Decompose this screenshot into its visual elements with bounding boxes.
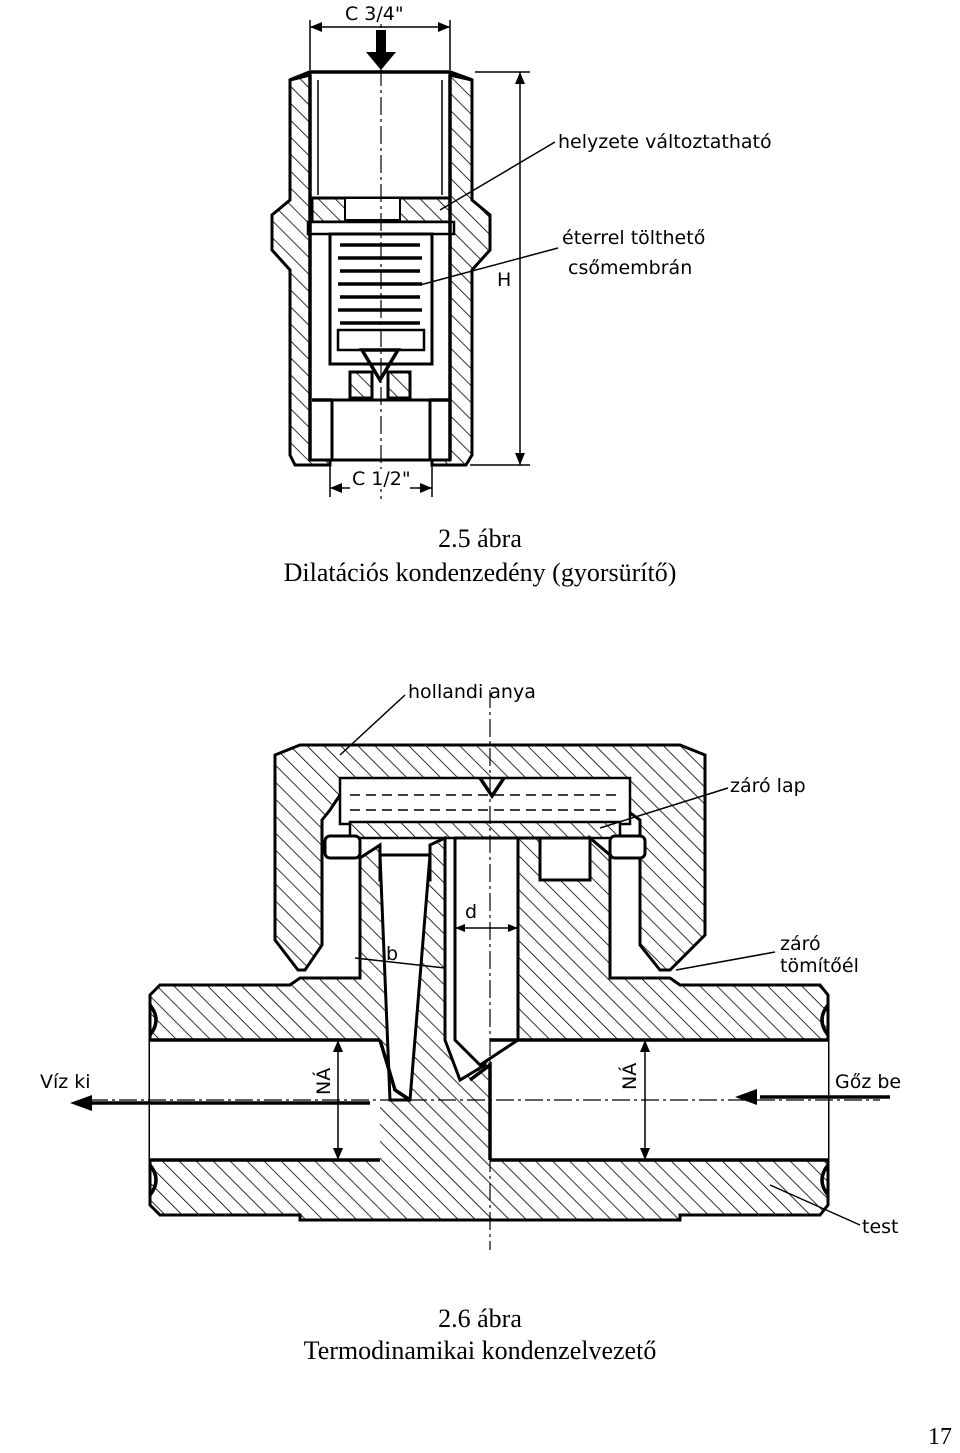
label-sealing-edge-1: záró — [780, 933, 821, 955]
label-na-left: NÁ — [312, 1068, 335, 1095]
trap-body-right-wall — [430, 73, 492, 467]
label-closing-disc: záró lap — [730, 775, 806, 797]
label-steam-in: Gőz be — [835, 1071, 901, 1093]
caption-figure-2-5-title: Dilatációs kondenzedény (gyorsürítő) — [283, 558, 677, 587]
water-out-arrow-icon — [70, 1095, 92, 1111]
disc-seat-right — [608, 834, 647, 860]
nominal-diameter-right — [640, 1040, 650, 1160]
top-rim — [289, 70, 473, 82]
caption-figure-2-6-title: Termodinamikai kondenzelvezető — [303, 1336, 657, 1365]
valve-seat-right — [386, 370, 412, 400]
top-dimension: C 3/4" — [309, 0, 451, 70]
leader-ether — [419, 247, 559, 286]
label-tube-membrane: csőmembrán — [568, 257, 692, 279]
closing-disc — [348, 820, 622, 840]
steam-in-arrow-icon — [735, 1089, 757, 1105]
disc-seat-left — [323, 834, 362, 860]
label-water-out: Víz ki — [40, 1071, 91, 1093]
top-dimension-label: C 3/4" — [345, 3, 404, 25]
leader-seal — [675, 951, 776, 971]
leader-nut — [339, 694, 406, 756]
trap-body — [148, 834, 830, 1222]
leader-body — [769, 1184, 861, 1226]
label-na-right: NÁ — [618, 1063, 641, 1090]
label-union-nut: hollandi anya — [408, 681, 536, 703]
label-d: d — [465, 901, 477, 923]
label-sealing-edge-2: tömítőél — [780, 955, 859, 977]
bottom-dimension: C 1/2" — [329, 465, 433, 497]
figure-dilatation-trap: C 3/4" C 1/2" H helyzete változtatható é… — [270, 0, 772, 500]
nominal-diameter-left — [333, 1040, 343, 1160]
label-position-adjustable: helyzete változtatható — [558, 131, 772, 153]
valve-cone — [358, 348, 402, 384]
label-b: b — [386, 943, 398, 965]
trap-body-left-wall — [270, 73, 332, 467]
caption-figure-2-6-number: 2.6 ábra — [438, 1304, 522, 1333]
label-ether-fillable: éterrel tölthető — [562, 227, 705, 249]
inlet-arrow-icon — [366, 30, 396, 70]
height-dimension: H — [470, 71, 530, 466]
bottom-dimension-label: C 1/2" — [352, 468, 411, 490]
caption-figure-2-5-number: 2.5 ábra — [438, 524, 522, 553]
figure-thermodynamic-trap: NÁ NÁ d b hollandi anya záró lap záró tö… — [40, 681, 901, 1250]
dimension-b — [354, 957, 446, 969]
end-thread — [148, 1003, 830, 1197]
page-number: 17 — [928, 1424, 952, 1450]
label-body: test — [862, 1216, 899, 1238]
leader-disc — [599, 787, 729, 829]
valve-seat-left — [348, 370, 374, 400]
height-label: H — [497, 269, 511, 291]
leader-position — [439, 141, 556, 211]
plug-slot — [344, 197, 401, 221]
